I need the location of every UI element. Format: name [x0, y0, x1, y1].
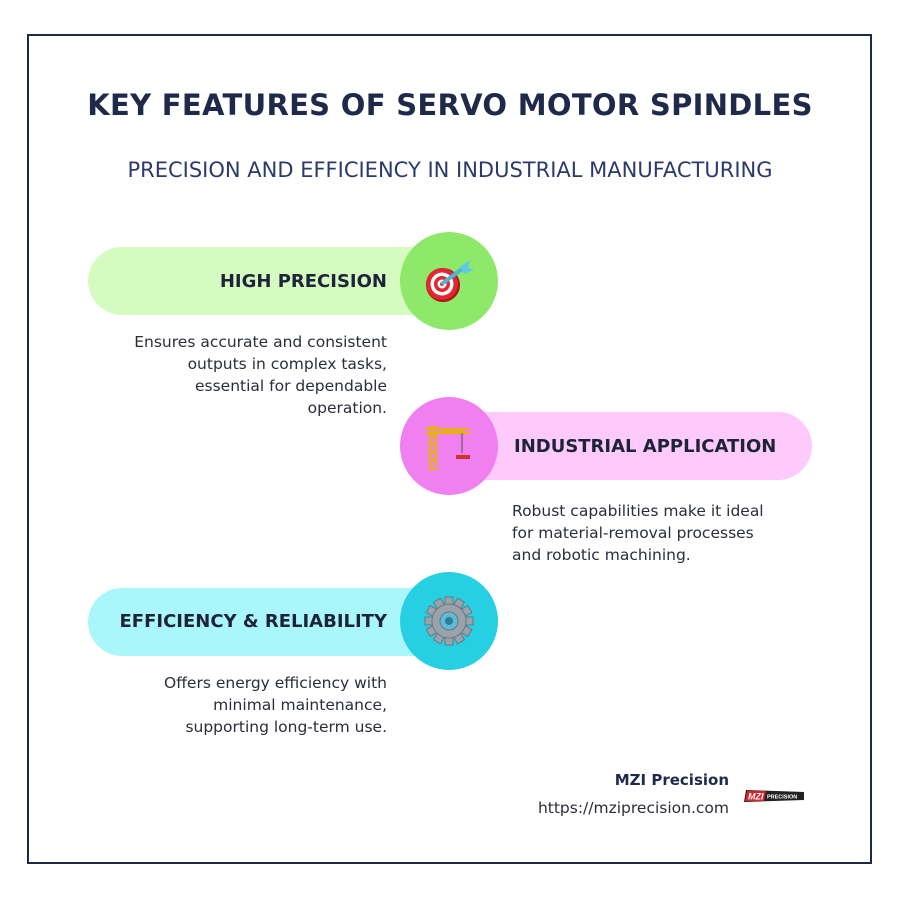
description-line: essential for dependable	[195, 377, 387, 395]
target-dart-icon	[426, 260, 474, 302]
brand-name: MZI Precision	[614, 771, 729, 789]
website-link[interactable]: https://mziprecision.com	[537, 799, 729, 817]
efficiency-reliability-label: EFFICIENCY & RELIABILITY	[119, 611, 387, 632]
mzi-logo: MZI PRECISION	[744, 790, 804, 802]
svg-text:PRECISION: PRECISION	[767, 795, 797, 801]
gear-icon	[424, 596, 474, 646]
industrial-application-circle	[400, 397, 498, 495]
svg-text:MZI: MZI	[748, 792, 764, 802]
description-line: outputs in complex tasks,	[187, 355, 387, 373]
description-line: Robust capabilities make it ideal	[512, 502, 764, 520]
efficiency-reliability-description: Offers energy efficiency with minimal ma…	[87, 672, 387, 738]
crane-icon	[426, 426, 470, 470]
high-precision-circle	[400, 232, 498, 330]
description-line: supporting long-term use.	[185, 718, 387, 736]
page-subtitle: PRECISION AND EFFICIENCY IN INDUSTRIAL M…	[127, 158, 773, 182]
high-precision-label: HIGH PRECISION	[219, 271, 387, 292]
efficiency-reliability-circle	[400, 572, 498, 670]
page-title: KEY FEATURES OF SERVO MOTOR SPINDLES	[87, 88, 813, 122]
description-line: Ensures accurate and consistent	[134, 333, 387, 351]
infographic-frame	[27, 34, 872, 864]
description-line: minimal maintenance,	[213, 696, 387, 714]
industrial-application-label: INDUSTRIAL APPLICATION	[514, 436, 777, 457]
industrial-application-description: Robust capabilities make it ideal for ma…	[512, 500, 812, 566]
description-line: operation.	[307, 399, 387, 417]
description-line: Offers energy efficiency with	[164, 674, 387, 692]
high-precision-description: Ensures accurate and consistent outputs …	[87, 331, 387, 419]
description-line: for material-removal processes	[512, 524, 754, 542]
description-line: and robotic machining.	[512, 546, 691, 564]
